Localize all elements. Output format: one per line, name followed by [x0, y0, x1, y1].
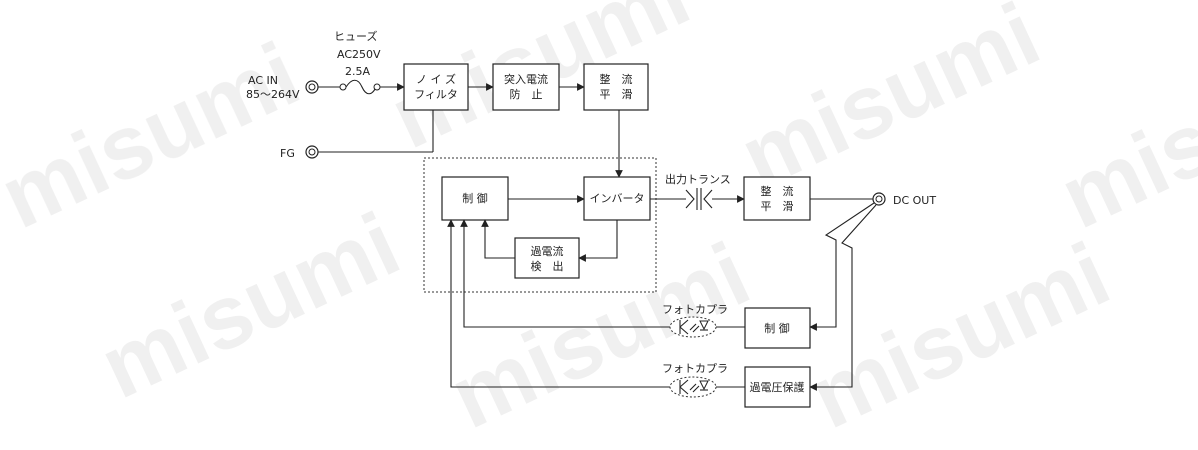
noise-filter-block: ノ イ ズ フィルタ: [403, 63, 469, 111]
inrush-prevention-label: 防 止: [510, 87, 543, 101]
photocoupler-label-1: フォトカプラ: [662, 303, 728, 316]
fg-label: FG: [280, 147, 295, 160]
output-transformer-label: 出力トランス: [665, 172, 731, 186]
dc-out-label: DC OUT: [893, 194, 936, 207]
watermark-text: misumi: [1046, 24, 1198, 248]
photocoupler-symbol-1: [669, 316, 717, 338]
ac-in-label: AC IN: [248, 74, 278, 87]
inrush-prevention-block: 突入電流 防 止: [492, 63, 560, 111]
fuse-voltage-label: AC250V: [337, 48, 381, 61]
photocoupler-symbol-2: [669, 376, 717, 398]
inrush-prevention-label: 突入電流: [504, 72, 548, 86]
overcurrent-detect-label: 検 出: [531, 259, 564, 273]
watermark-text: misumi: [86, 194, 414, 418]
control-block-main: 制 御: [441, 176, 509, 221]
rectifier-smoothing-block-2: 整 流 平 滑: [743, 176, 811, 221]
primary-control-enclosure: [423, 157, 657, 293]
control-label: 制 御: [764, 321, 790, 335]
rectifier-smoothing-label: 整 流: [600, 72, 633, 86]
overvoltage-protection-label: 過電圧保護: [750, 380, 805, 394]
control-label: 制 御: [462, 191, 488, 205]
inverter-block: インバータ: [583, 176, 651, 221]
overcurrent-detect-label: 過電流: [531, 244, 564, 258]
rectifier-smoothing-label: 平 滑: [761, 200, 794, 213]
fuse-symbol: [339, 79, 381, 95]
fg-terminal: [305, 145, 319, 159]
rectifier-smoothing-label: 整 流: [761, 184, 794, 198]
fuse-current-label: 2.5A: [345, 65, 370, 78]
inverter-label: インバータ: [590, 192, 645, 205]
rectifier-smoothing-label: 平 滑: [600, 88, 633, 101]
watermark-text: misumi: [796, 224, 1124, 448]
ac-in-voltage-label: 85〜264V: [246, 88, 300, 101]
noise-filter-label: ノ イ ズ: [416, 72, 456, 86]
watermark-text: misumi: [0, 24, 314, 248]
control-block-feedback: 制 御: [744, 307, 811, 349]
fuse-label: ヒューズ: [334, 29, 377, 43]
overvoltage-protection-block: 過電圧保護: [744, 366, 811, 408]
output-transformer-symbol: [685, 188, 713, 210]
ac-in-terminal: [305, 80, 319, 94]
photocoupler-label-2: フォトカプラ: [662, 362, 728, 375]
noise-filter-label: フィルタ: [414, 88, 458, 101]
rectifier-smoothing-block-1: 整 流 平 滑: [583, 63, 649, 111]
dc-out-terminal: [872, 192, 886, 206]
overcurrent-detect-block: 過電流 検 出: [514, 237, 580, 279]
